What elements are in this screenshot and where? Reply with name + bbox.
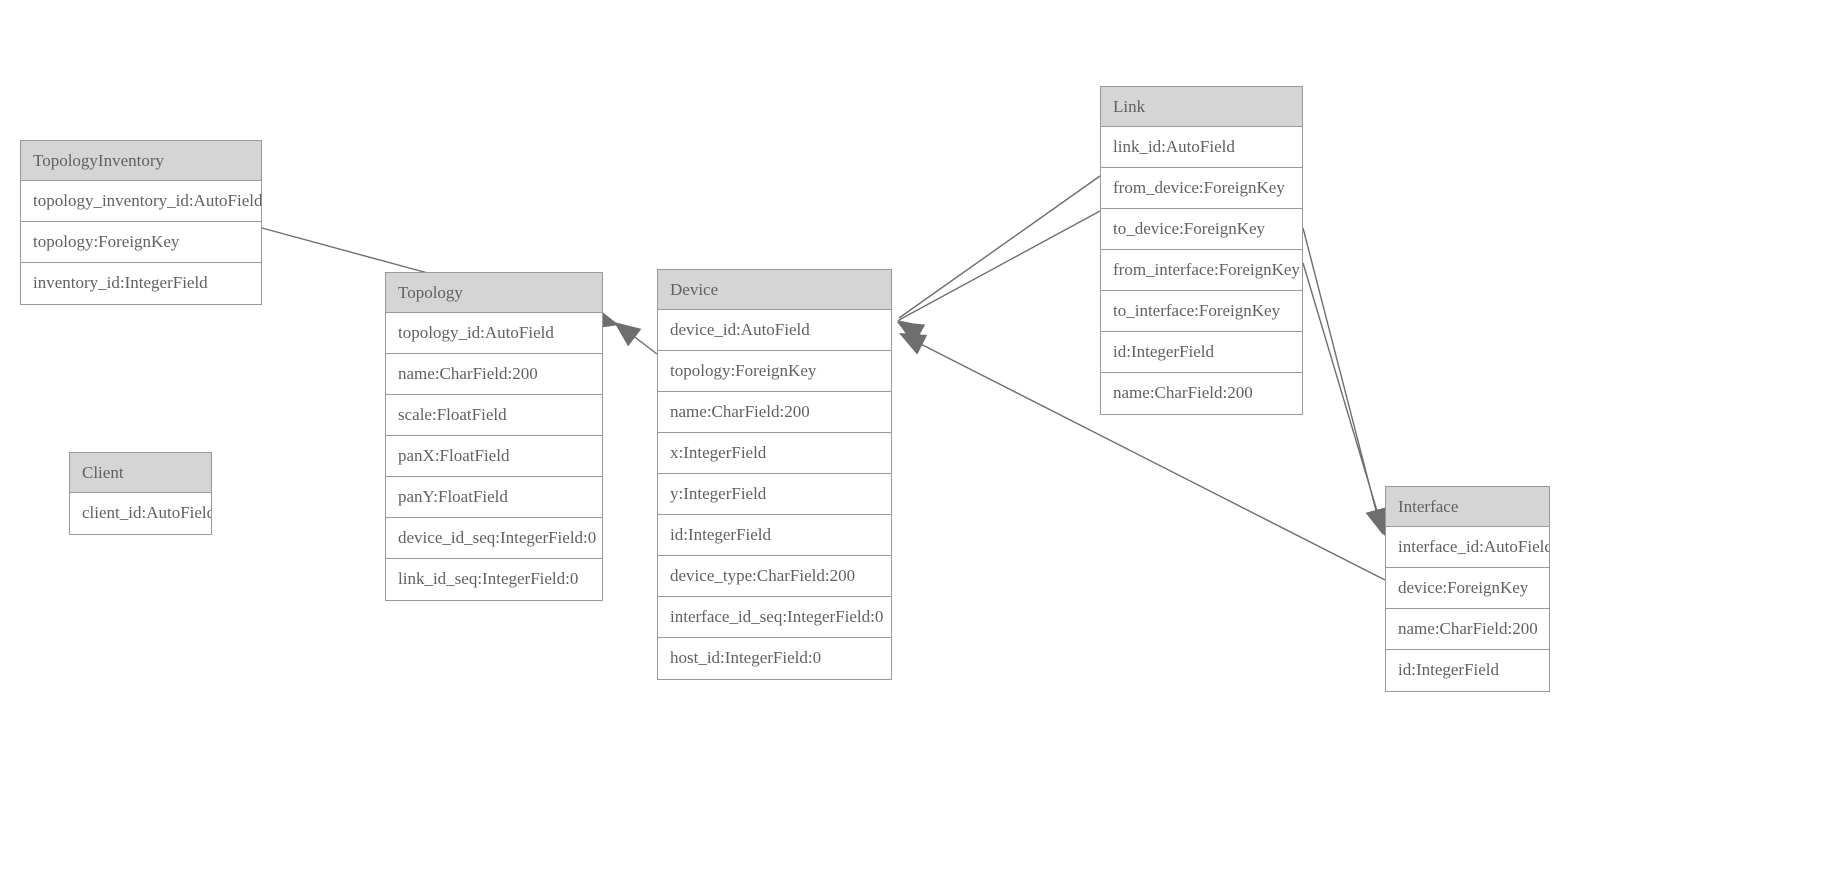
entity-field-row: to_interface:ForeignKey (1101, 291, 1302, 332)
entity-field-row: from_interface:ForeignKey (1101, 250, 1302, 291)
entity-field-row: x:IntegerField (658, 433, 891, 474)
entity-field-row: device_id_seq:IntegerField:0 (386, 518, 602, 559)
entity-field-row: device_id:AutoField (658, 310, 891, 351)
entity-field-row: id:IntegerField (1386, 650, 1549, 691)
relationship-arrowhead (899, 333, 928, 355)
entity-field-row: link_id_seq:IntegerField:0 (386, 559, 602, 600)
entity-field-row: client_id:AutoField (70, 493, 211, 534)
relationship-arrowhead (897, 322, 926, 344)
entity-field-row: inventory_id:IntegerField (21, 263, 261, 304)
entity-field-row: host_id:IntegerField:0 (658, 638, 891, 679)
entity-title-client: Client (70, 453, 211, 493)
entity-field-row: name:CharField:200 (1101, 373, 1302, 414)
entity-field-row: interface_id_seq:IntegerField:0 (658, 597, 891, 638)
relationship-link-from_interface-interface (1302, 227, 1387, 535)
relationship-line (1302, 227, 1382, 531)
entity-field-row: name:CharField:200 (658, 392, 891, 433)
relationship-line (618, 324, 658, 355)
relationship-arrowhead (614, 322, 642, 347)
entity-field-row: interface_id:AutoField (1386, 527, 1549, 568)
entity-title-device: Device (658, 270, 891, 310)
relationship-line (898, 210, 1101, 321)
relationship-link-from_device-device (897, 175, 1101, 344)
entity-field-row: topology_id:AutoField (386, 313, 602, 354)
entity-title-topology: Topology (386, 273, 602, 313)
entity-title-link: Link (1101, 87, 1302, 127)
entity-field-row: id:IntegerField (1101, 332, 1302, 373)
entity-field-row: device_type:CharField:200 (658, 556, 891, 597)
entity-field-row: panY:FloatField (386, 477, 602, 518)
relationship-line (1302, 262, 1384, 532)
relationship-link-to_device-device (897, 210, 1101, 344)
relationship-arrowhead (897, 320, 925, 344)
entity-field-row: topology:ForeignKey (21, 222, 261, 263)
entity-title-interface: Interface (1386, 487, 1549, 527)
entity-field-row: device:ForeignKey (1386, 568, 1549, 609)
relationship-link-to_interface-interface (1302, 262, 1388, 536)
entity-field-row: from_device:ForeignKey (1101, 168, 1302, 209)
relationship-arrowhead (1365, 507, 1387, 535)
entity-field-row: name:CharField:200 (1386, 609, 1549, 650)
entity-field-row: topology:ForeignKey (658, 351, 891, 392)
entity-field-row: topology_inventory_id:AutoField (21, 181, 261, 222)
entity-field-row: id:IntegerField (658, 515, 891, 556)
entity-field-row: to_device:ForeignKey (1101, 209, 1302, 250)
entity-title-topology_inventory: TopologyInventory (21, 141, 261, 181)
relationship-device-topology (614, 322, 658, 355)
entity-field-row: panX:FloatField (386, 436, 602, 477)
relationship-line (898, 175, 1101, 319)
entity-field-row: name:CharField:200 (386, 354, 602, 395)
entity-field-row: scale:FloatField (386, 395, 602, 436)
entity-field-row: y:IntegerField (658, 474, 891, 515)
entity-field-row: link_id:AutoField (1101, 127, 1302, 168)
